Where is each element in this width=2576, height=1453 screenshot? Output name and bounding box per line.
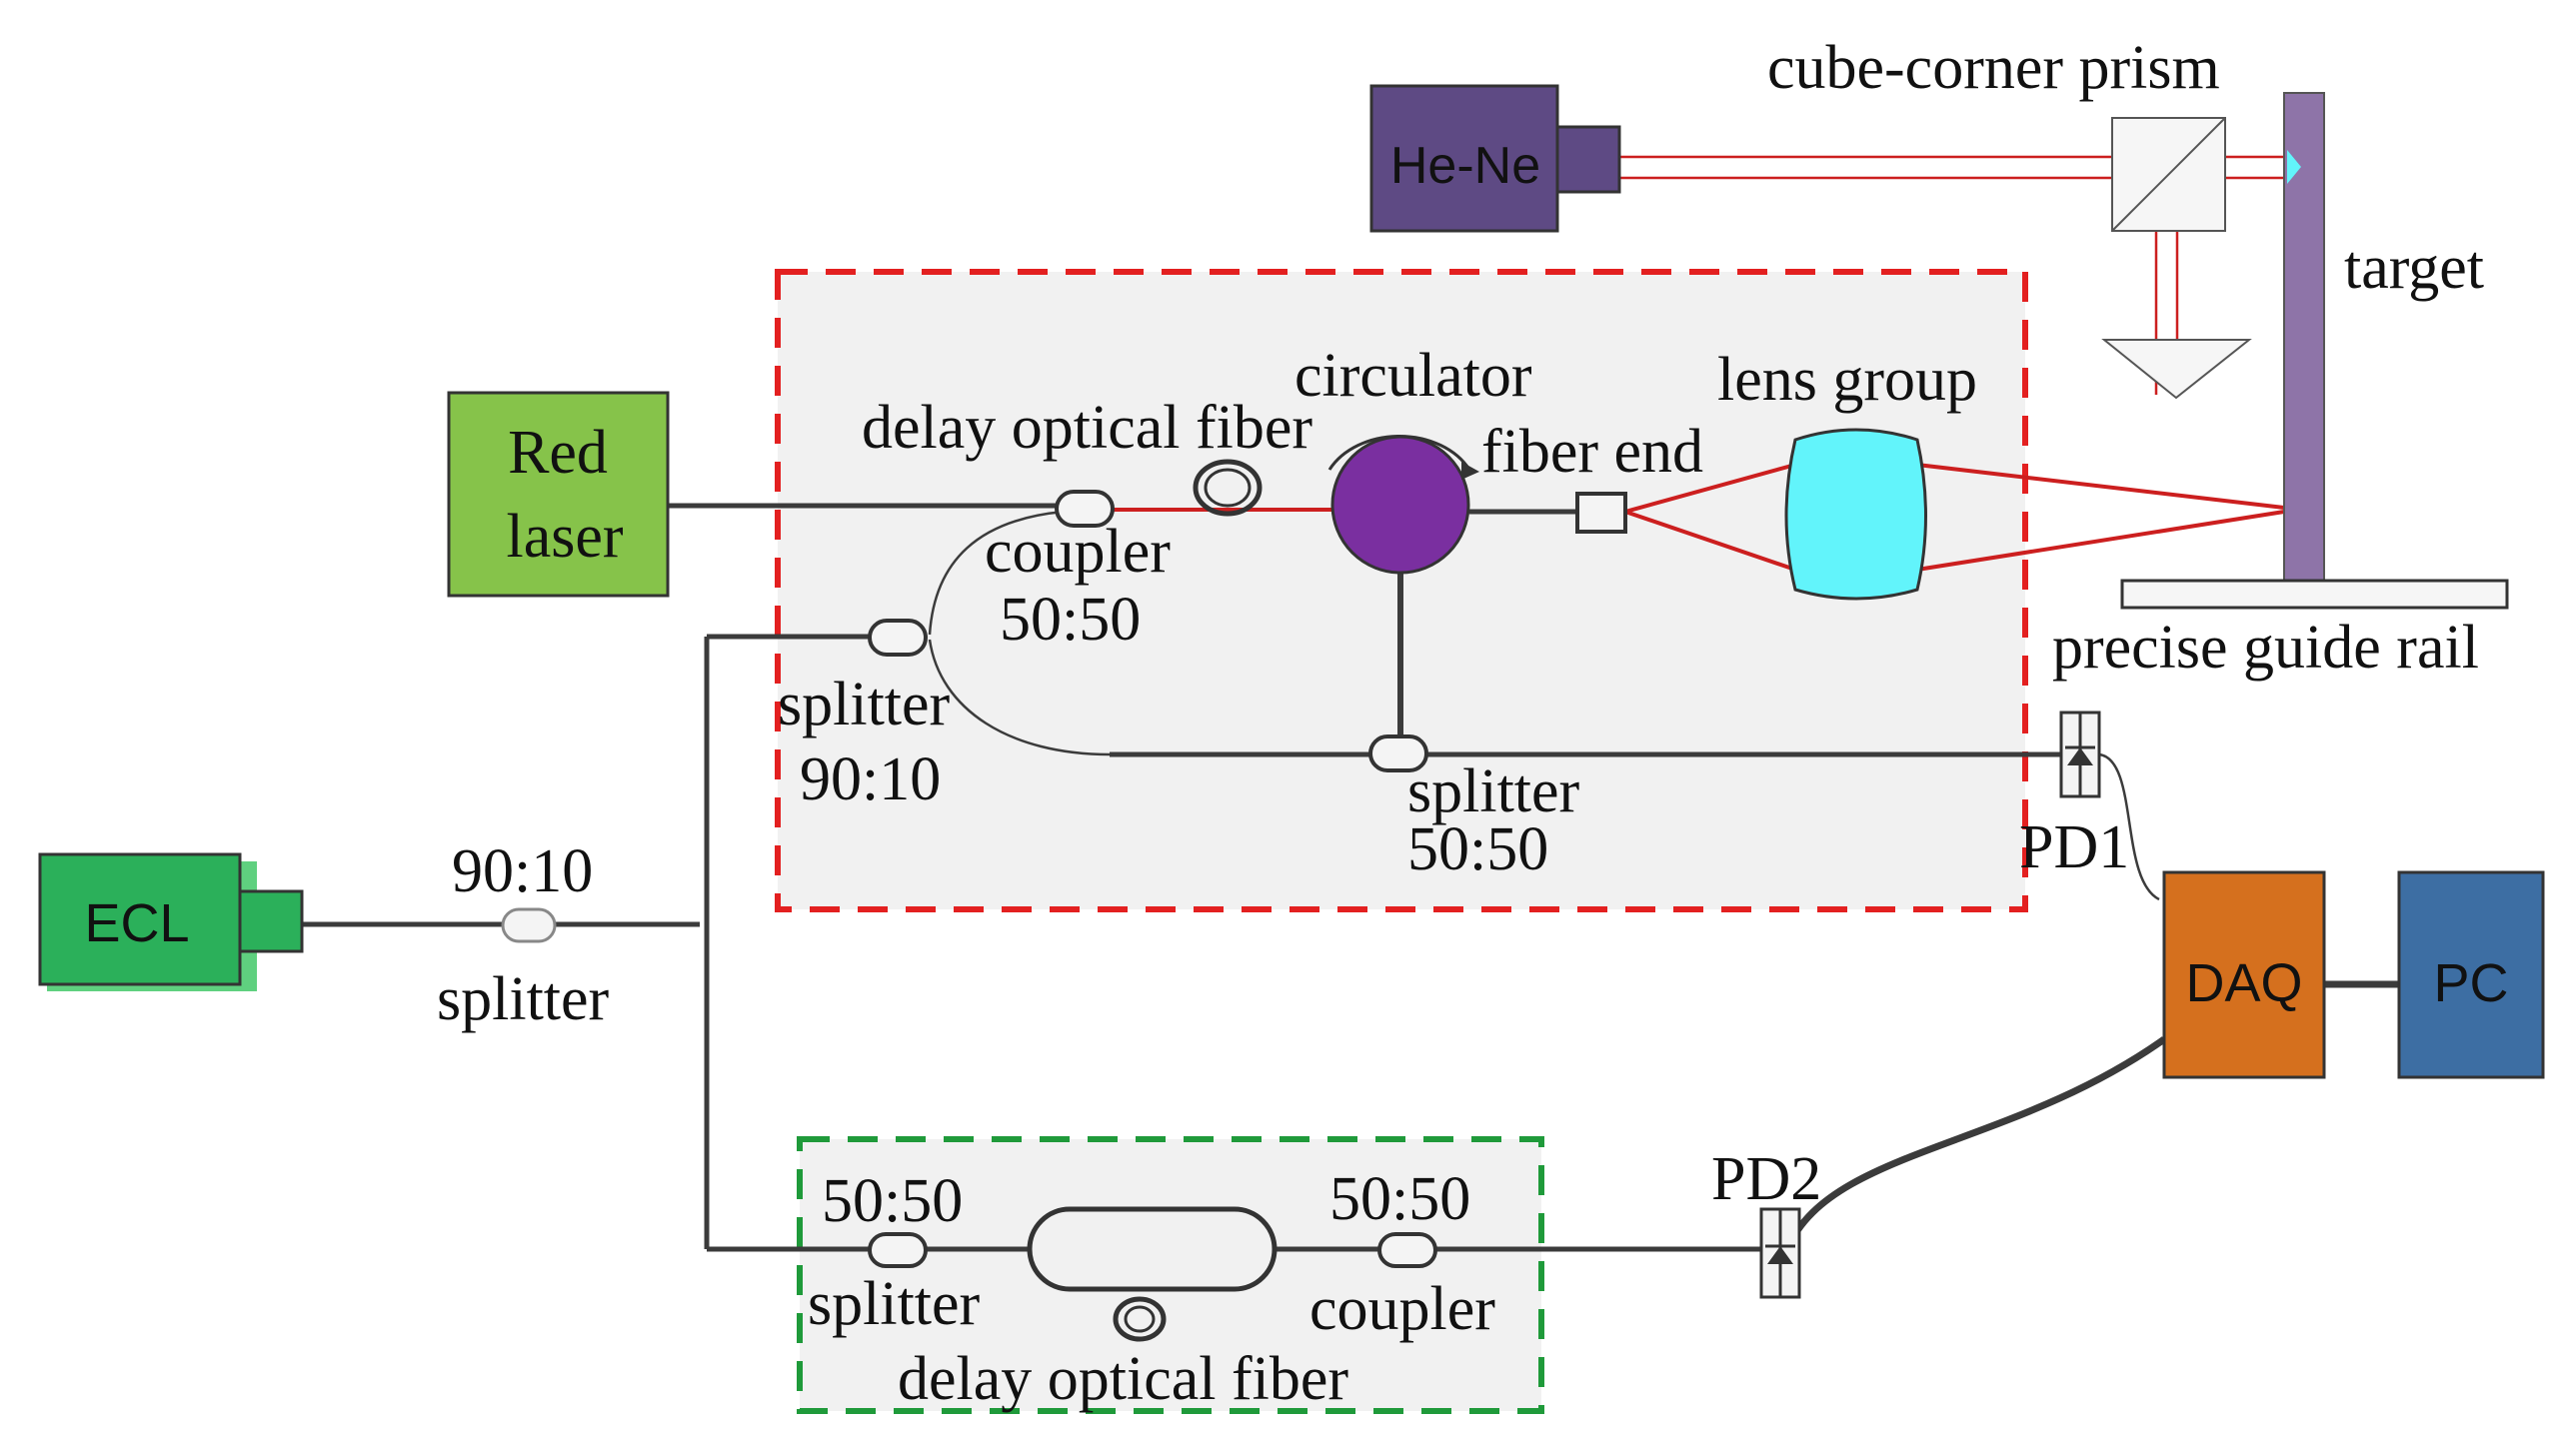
target-label: target <box>2344 234 2484 302</box>
coupler-top <box>1055 490 1115 528</box>
cube-corner-prism-label: cube-corner prism <box>1767 34 2220 102</box>
daq-unit: DAQ <box>2162 870 2326 1079</box>
pc-label: PC <box>2433 953 2508 1013</box>
main-splitter-label: splitter <box>437 965 610 1033</box>
reference-path-region <box>797 1136 1544 1414</box>
delay-fiber-bottom-label: delay optical fiber <box>898 1345 1348 1413</box>
bottom-splitter-ratio: 50:50 <box>822 1167 963 1235</box>
fiber-paths <box>302 503 2399 1252</box>
splitter-50-50-mid <box>1368 734 1428 772</box>
splitter-90-10-top <box>868 619 928 657</box>
splitter-left-label: splitter <box>778 671 951 738</box>
coupler-top-ratio: 50:50 <box>1000 586 1141 654</box>
bottom-delay-loop <box>1027 1206 1278 1342</box>
coupler-top-label: coupler <box>985 518 1171 586</box>
bottom-coupler <box>1377 1232 1437 1268</box>
bottom-splitter <box>868 1232 928 1268</box>
pd2-label: PD2 <box>1711 1145 1821 1213</box>
pd1-photodiode <box>2059 711 2101 798</box>
precise-guide-rail-label: precise guide rail <box>2052 614 2479 682</box>
red-laser-label-line1: Red <box>508 419 608 487</box>
bottom-coupler-ratio: 50:50 <box>1329 1165 1470 1233</box>
retroreflector <box>2101 339 2252 400</box>
daq-label: DAQ <box>2185 953 2302 1013</box>
he-ne-laser: He-Ne <box>1369 84 1621 233</box>
pc-unit: PC <box>2397 870 2545 1079</box>
precise-guide-rail <box>2120 579 2509 610</box>
main-splitter <box>501 907 557 943</box>
delay-fiber-top-label: delay optical fiber <box>862 394 1312 462</box>
fiber-end-label: fiber end <box>1481 418 1703 486</box>
ecl-label: ECL <box>84 893 189 953</box>
splitter-mid-label: splitter <box>1407 757 1580 825</box>
target <box>2283 92 2325 582</box>
bottom-splitter-label: splitter <box>808 1270 981 1338</box>
ecl-laser: ECL <box>38 852 304 991</box>
pd1-label: PD1 <box>2019 813 2129 881</box>
fiber-end <box>1575 492 1627 534</box>
circulator-label: circulator <box>1294 342 1532 410</box>
circulator <box>1327 434 1479 575</box>
lens-group <box>1784 428 1927 601</box>
red-laser-label-line2: laser <box>506 503 623 571</box>
pd2-photodiode <box>1759 1207 1801 1299</box>
splitter-left-ratio: 90:10 <box>800 745 941 813</box>
red-laser: Red laser <box>447 391 670 598</box>
delay-fiber-spool-top <box>1193 459 1263 517</box>
lens-group-label: lens group <box>1717 346 1977 414</box>
bottom-coupler-label: coupler <box>1309 1275 1495 1343</box>
main-splitter-ratio: 90:10 <box>452 837 593 905</box>
he-ne-label: He-Ne <box>1390 137 1540 195</box>
splitter-mid-ratio: 50:50 <box>1407 815 1548 883</box>
cube-corner-prism <box>2111 117 2226 232</box>
